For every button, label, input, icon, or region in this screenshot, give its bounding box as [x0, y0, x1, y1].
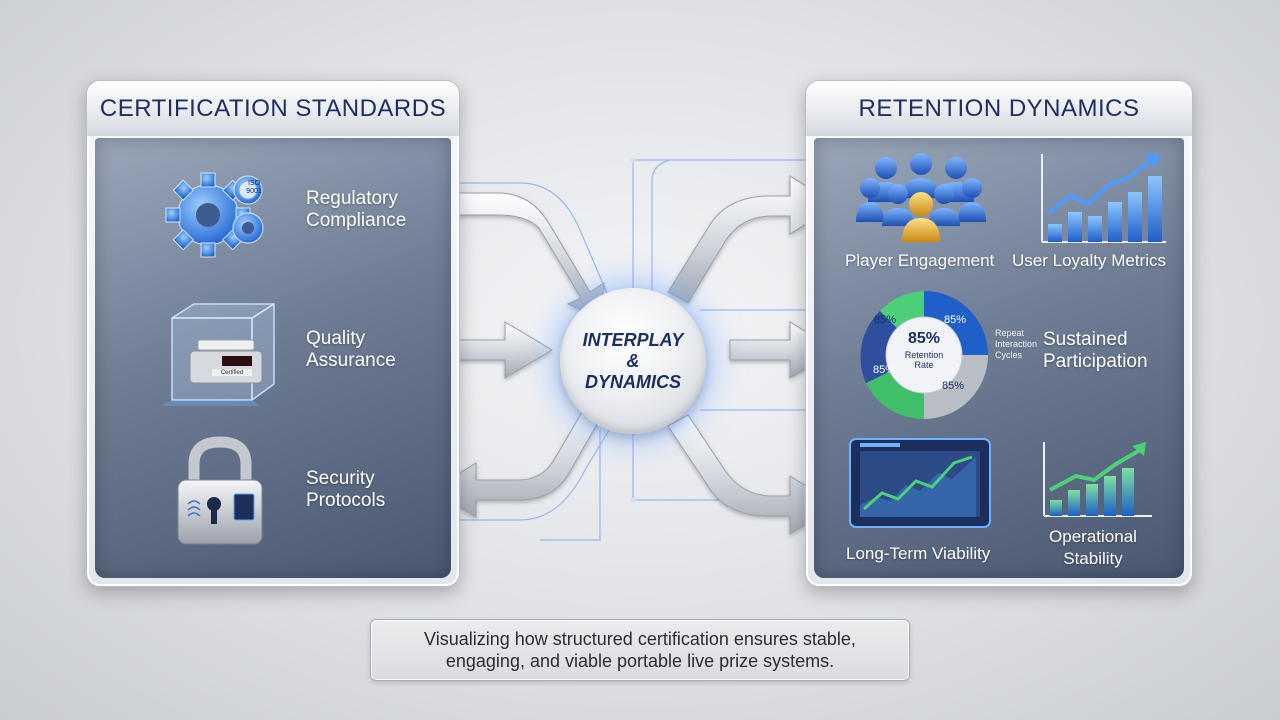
arrow-hub-to-viability — [667, 414, 837, 535]
scale-badge: Certified — [220, 370, 244, 376]
hub-line-2: & — [626, 350, 640, 371]
monitor-line-chart-icon — [849, 438, 991, 528]
hub-line-3: DYNAMICS — [584, 371, 681, 392]
connector-line — [410, 419, 616, 521]
panel-body — [95, 138, 451, 578]
label-quality-assurance: Quality Assurance — [306, 328, 396, 371]
caption-line-1: Visualizing how structured certification… — [424, 629, 856, 649]
panel-title: CERTIFICATION STANDARDS — [87, 81, 459, 136]
bar-chart-up-icon — [1043, 442, 1152, 517]
certification-standards-panel: CERTIFICATION STANDARDS — [86, 80, 460, 587]
people-group-icon — [856, 153, 986, 242]
label-player-engagement: Player Engagement — [845, 251, 995, 270]
donut-center-value: 85% — [907, 330, 941, 347]
label-operational-stability: Operational Stability — [1049, 527, 1137, 568]
hub-line-1: INTERPLAY — [582, 329, 684, 350]
connector-line — [540, 430, 601, 541]
donut-chart-icon — [860, 291, 988, 420]
caption-line-2: engaging, and viable portable live prize… — [445, 651, 835, 671]
scale-cube-icon — [160, 303, 275, 406]
bar-chart-up-icon — [1041, 154, 1166, 243]
label-long-term-viability: Long-Term Viability — [846, 544, 991, 563]
donut-segment-value: 85% — [874, 314, 897, 326]
caption-box: Visualizing how structured certification… — [370, 619, 910, 681]
panel-title: RETENTION DYNAMICS — [806, 81, 1192, 136]
connector-line — [651, 159, 671, 295]
gear-icon — [165, 172, 264, 258]
donut-segment-value: 85% — [942, 380, 965, 392]
label-user-loyalty-metrics: User Loyalty Metrics — [1012, 251, 1166, 270]
label-sustained-participation: Sustained Participation — [1043, 329, 1148, 372]
label-security-protocols: Security Protocols — [306, 468, 386, 511]
donut-segment-value: 85% — [873, 364, 896, 376]
donut-segment-value: 85% — [944, 314, 967, 326]
donut-center-label: Retention Rate — [904, 350, 944, 370]
padlock-icon — [177, 436, 263, 545]
interplay-dynamics-hub: INTERPLAY & DYNAMICS — [560, 288, 706, 434]
label-regulatory-compliance: Regulatory Compliance — [306, 188, 407, 231]
gear-badge: ISO 9001 — [246, 180, 262, 195]
donut-side-label: Repeat Interaction Cycles — [995, 328, 1038, 360]
connector-line — [410, 182, 611, 301]
